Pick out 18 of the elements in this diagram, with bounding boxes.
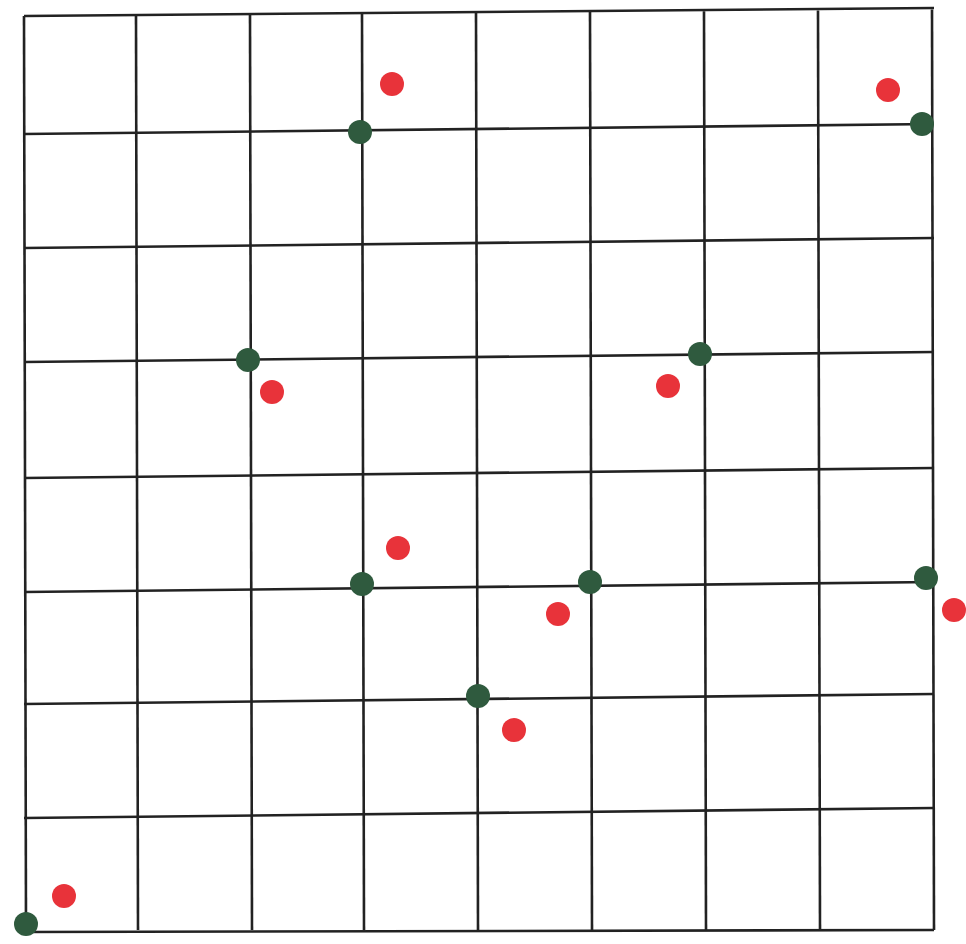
marker-dot <box>546 602 570 626</box>
grid-point-dot <box>578 570 602 594</box>
grid-point-dot <box>236 348 260 372</box>
grid-point-dot <box>914 566 938 590</box>
marker-dot <box>380 72 404 96</box>
marker-dot <box>386 536 410 560</box>
marker-dot <box>260 380 284 404</box>
grid-point-dot <box>466 684 490 708</box>
marker-dot <box>942 598 966 622</box>
grid-point-dot <box>348 120 372 144</box>
marker-dot <box>656 374 680 398</box>
marker-dot <box>502 718 526 742</box>
grid-point-dot <box>688 342 712 366</box>
marker-dot <box>876 78 900 102</box>
marker-dot <box>52 884 76 908</box>
grid-point-dot <box>14 912 38 936</box>
grid-point-dot <box>910 112 934 136</box>
grid-point-dot <box>350 572 374 596</box>
